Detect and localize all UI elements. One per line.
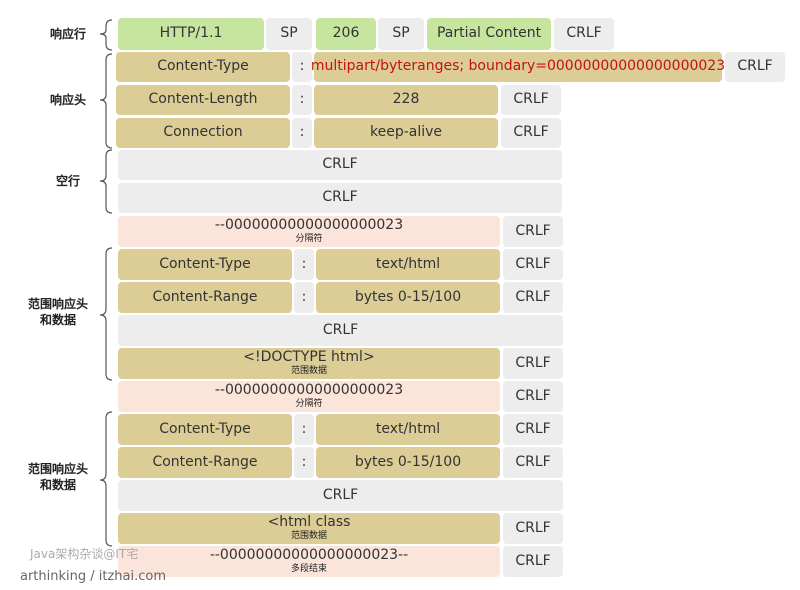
header-value-content-length: 228 <box>314 85 498 115</box>
part2-header-name-content-type: Content-Type <box>118 414 292 445</box>
part2-data-crlf: CRLF <box>503 513 563 544</box>
boundary-1-caption: 分隔符 <box>295 233 323 244</box>
part1-header-sep-content-type: : <box>294 249 314 280</box>
part1-header-value-content-range: bytes 0-15/100 <box>316 282 500 313</box>
http-version-box: HTTP/1.1 <box>118 18 264 50</box>
part2-header-sep-content-range: : <box>294 447 314 478</box>
part1-data-caption: 范围数据 <box>290 365 327 376</box>
part1-data: <!DOCTYPE html> 范围数据 <box>118 348 500 379</box>
section-label-status-line: 响应行 <box>49 27 86 41</box>
part2-header-name-content-range: Content-Range <box>118 447 292 478</box>
watermark-line-1: Java架构杂谈@IT宅 <box>30 547 139 561</box>
boundary-2-crlf: CRLF <box>503 381 563 412</box>
blank-line-crlf-2: CRLF <box>118 183 562 213</box>
bracket-part1 <box>99 247 113 381</box>
header-crlf-content-type: CRLF <box>725 52 785 82</box>
section-label-part1: 范围响应头 和数据 <box>27 297 88 328</box>
bracket-status-line <box>99 19 113 51</box>
part1-header-sep-content-range: : <box>294 282 314 313</box>
part1-header-value-content-type: text/html <box>316 249 500 280</box>
status-code-box: 206 <box>316 18 376 50</box>
part2-blank-crlf: CRLF <box>118 480 563 511</box>
end-boundary-crlf: CRLF <box>503 546 563 577</box>
header-crlf-content-length: CRLF <box>501 85 561 115</box>
header-name-content-type: Content-Type <box>116 52 290 82</box>
boundary-1-text: --00000000000000000023 <box>214 217 404 234</box>
end-boundary-caption: 多段结束 <box>290 563 327 574</box>
status-line-crlf: CRLF <box>554 18 614 50</box>
part2-header-sep-content-type: : <box>294 414 314 445</box>
space-box-2: SP <box>378 18 424 50</box>
part2-data-text: <html class <box>267 514 351 531</box>
part2-header-crlf-content-range: CRLF <box>503 447 563 478</box>
part1-data-crlf: CRLF <box>503 348 563 379</box>
section-label-headers: 响应头 <box>49 93 86 107</box>
part1-data-text: <!DOCTYPE html> <box>243 349 375 366</box>
header-value-connection: keep-alive <box>314 118 498 148</box>
end-boundary: --00000000000000000023-- 多段结束 <box>118 546 500 577</box>
part2-data-caption: 范围数据 <box>290 530 327 541</box>
boundary-2-text: --00000000000000000023 <box>214 382 404 399</box>
header-value-content-type: multipart/byteranges; boundary=000000000… <box>311 52 725 82</box>
part2-header-value-content-range: bytes 0-15/100 <box>316 447 500 478</box>
part1-blank-crlf: CRLF <box>118 315 563 346</box>
header-name-connection: Connection <box>116 118 290 148</box>
bracket-headers <box>99 53 113 149</box>
boundary-1: --00000000000000000023 分隔符 <box>118 216 500 247</box>
header-sep-content-length: : <box>292 85 312 115</box>
bracket-blank-line <box>99 149 113 214</box>
part2-data: <html class 范围数据 <box>118 513 500 544</box>
boundary-2-caption: 分隔符 <box>295 398 323 409</box>
part1-header-crlf-content-type: CRLF <box>503 249 563 280</box>
header-name-content-length: Content-Length <box>116 85 290 115</box>
watermark-line-2: arthinking / itzhai.com <box>20 569 167 584</box>
header-crlf-connection: CRLF <box>501 118 561 148</box>
space-box-1: SP <box>266 18 312 50</box>
part2-header-crlf-content-type: CRLF <box>503 414 563 445</box>
boundary-1-crlf: CRLF <box>503 216 563 247</box>
header-sep-connection: : <box>292 118 312 148</box>
part2-header-value-content-type: text/html <box>316 414 500 445</box>
reason-phrase-box: Partial Content <box>427 18 551 50</box>
part1-header-crlf-content-range: CRLF <box>503 282 563 313</box>
boundary-2: --00000000000000000023 分隔符 <box>118 381 500 412</box>
end-boundary-text: --00000000000000000023-- <box>209 547 409 564</box>
blank-line-crlf-1: CRLF <box>118 150 562 180</box>
bracket-part2 <box>99 411 113 547</box>
section-label-part2: 范围响应头 和数据 <box>27 462 88 493</box>
part1-header-name-content-type: Content-Type <box>118 249 292 280</box>
section-label-blank-line: 空行 <box>55 174 80 188</box>
header-sep-content-type: : <box>292 52 312 82</box>
part1-header-name-content-range: Content-Range <box>118 282 292 313</box>
